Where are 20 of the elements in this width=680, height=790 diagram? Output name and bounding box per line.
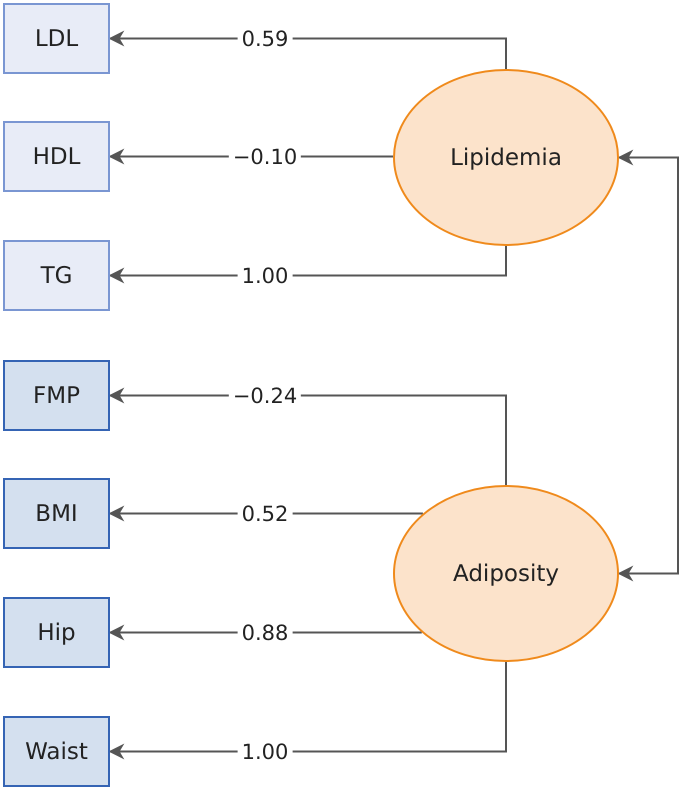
node-label: LDL (34, 26, 78, 52)
node-label: Waist (25, 738, 88, 764)
node-label: TG (40, 262, 72, 288)
node-label: FMP (33, 382, 80, 408)
indicator-box (3, 240, 110, 311)
node-label: Hip (37, 620, 76, 646)
node-label: BMI (35, 500, 78, 526)
indicator-box (3, 478, 110, 549)
node-label: Lipidemia (450, 144, 562, 170)
indicator-box (3, 121, 110, 192)
arrow (108, 662, 507, 760)
arrow (617, 150, 679, 582)
indicator-box (3, 716, 110, 787)
latent-variable-ellipse (393, 485, 619, 662)
indicator-box (3, 597, 110, 668)
latent-variable-ellipse (393, 69, 619, 246)
indicator-box (3, 3, 110, 74)
node-label: HDL (32, 144, 80, 170)
indicator-box (3, 360, 110, 431)
node-label: Adiposity (453, 560, 559, 586)
